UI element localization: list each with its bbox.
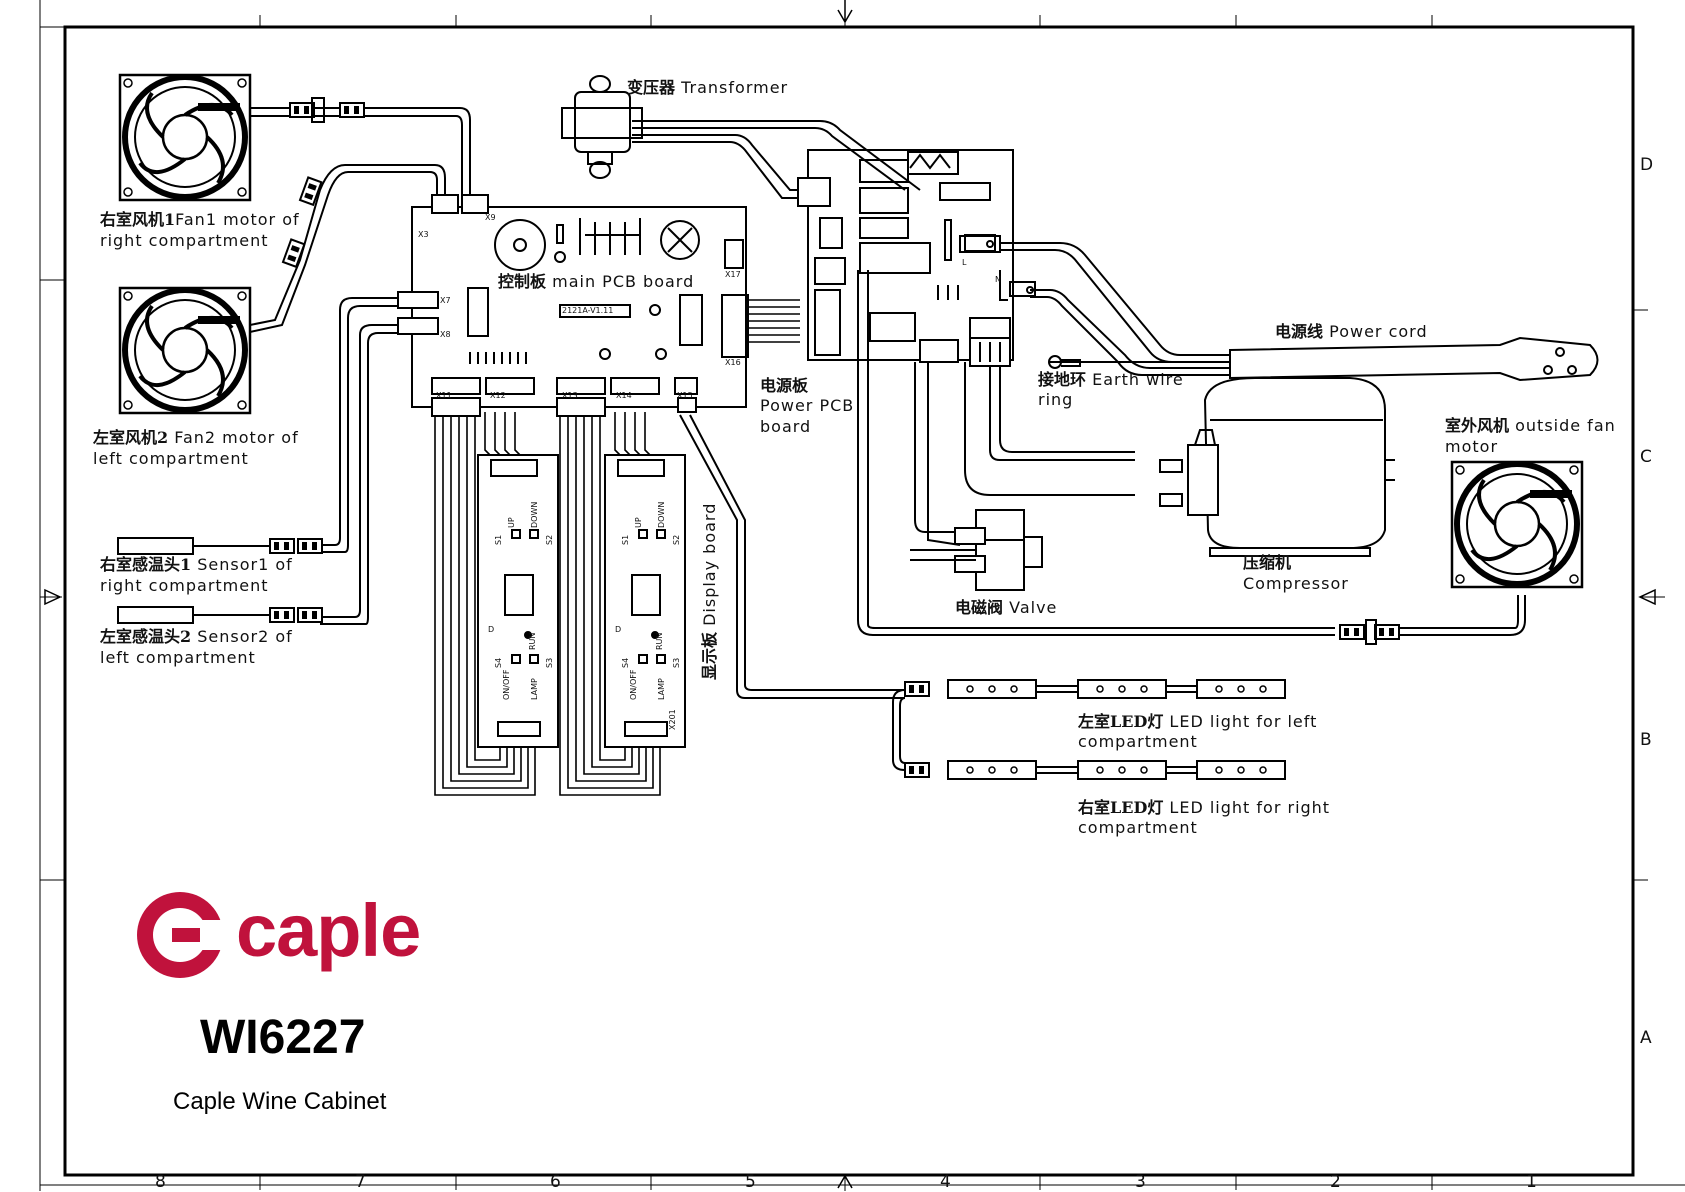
grid-col-6: 6 bbox=[550, 1172, 561, 1192]
led-right-label-line2: compartment bbox=[1078, 818, 1198, 837]
wiring bbox=[249, 107, 1526, 796]
btn-s4-2: S4 bbox=[621, 657, 630, 668]
drawing-frame bbox=[39, 0, 1685, 1191]
display-boards bbox=[477, 454, 686, 748]
valve-label: 电磁阀 Valve bbox=[955, 598, 1058, 617]
grid-col-7: 7 bbox=[355, 1172, 366, 1192]
grid-col-5: 5 bbox=[745, 1172, 756, 1192]
connector-l: L bbox=[962, 258, 967, 267]
btn-run-1: RUN bbox=[528, 632, 537, 650]
model-number: WI6227 bbox=[200, 1011, 366, 1064]
fan-connectors bbox=[282, 97, 365, 268]
connector-x8: X8 bbox=[440, 330, 451, 339]
grid-col-8: 8 bbox=[155, 1172, 166, 1192]
grid-row-d: D bbox=[1640, 155, 1654, 175]
outside-fan-label: 室外风机 outside fan bbox=[1445, 416, 1616, 435]
connector-x16: X16 bbox=[725, 358, 741, 367]
fan1-label: 右室风机1Fan1 motor of bbox=[100, 210, 300, 229]
btn-s1-2: S1 bbox=[621, 534, 630, 545]
transformer-label: 变压器 Transformer bbox=[627, 78, 789, 97]
connector-x201: X201 bbox=[668, 709, 677, 730]
btn-s2-1: S2 bbox=[545, 534, 554, 545]
power-pcb-label-line3: board bbox=[760, 417, 812, 436]
led-strip-left bbox=[904, 679, 1286, 699]
display-board-label: 显示板 Display board bbox=[700, 502, 719, 680]
main-pcb-label: 控制板 main PCB board bbox=[498, 272, 695, 291]
btn-up-1: UP bbox=[507, 517, 516, 528]
btn-d-2: D bbox=[615, 625, 622, 634]
transformer-icon bbox=[561, 75, 643, 179]
connector-n: N bbox=[995, 275, 1001, 284]
connector-x14: X14 bbox=[616, 391, 632, 400]
outside-fan-connectors bbox=[1339, 619, 1400, 645]
connector-x15: X15 bbox=[677, 391, 693, 400]
connector-x17: X17 bbox=[725, 270, 741, 279]
fan2-label-line2: left compartment bbox=[93, 449, 249, 468]
led-left-label-line2: compartment bbox=[1078, 732, 1198, 751]
btn-s4-1: S4 bbox=[494, 657, 503, 668]
brand-wordmark: caple bbox=[236, 889, 421, 972]
pcb-version-label: 2121A-V1.11 bbox=[562, 306, 614, 315]
grid-col-2: 2 bbox=[1330, 1172, 1341, 1192]
btn-s3-2: S3 bbox=[672, 657, 681, 668]
btn-d-1: D bbox=[488, 625, 495, 634]
power-pcb-board bbox=[797, 149, 1014, 367]
earth-label: 接地环 Earth wire bbox=[1038, 370, 1184, 389]
compressor-label-line2: Compressor bbox=[1243, 574, 1349, 593]
fan1-label-line2: right compartment bbox=[100, 231, 269, 250]
led-left-label: 左室LED灯 LED light for left bbox=[1078, 712, 1318, 731]
connector-x12: X12 bbox=[490, 391, 506, 400]
power-pcb-label: 电源板 bbox=[760, 376, 809, 395]
earth-label-line2: ring bbox=[1038, 390, 1074, 409]
btn-down-2: DOWN bbox=[657, 501, 666, 528]
btn-down-1: DOWN bbox=[530, 501, 539, 528]
grid-row-b: B bbox=[1640, 730, 1652, 750]
valve-icon bbox=[910, 509, 1043, 591]
sensor1-label: 右室感温头1 Sensor1 of bbox=[100, 555, 293, 574]
fan1-icon bbox=[120, 75, 250, 200]
earth-ring-icon bbox=[1048, 355, 1081, 369]
compressor-label: 压缩机 bbox=[1243, 553, 1292, 572]
fan2-label: 左室风机2 Fan2 motor of bbox=[93, 428, 299, 447]
btn-s2-2: S2 bbox=[672, 534, 681, 545]
connector-x7: X7 bbox=[440, 296, 451, 305]
btn-onoff-1: ON/OFF bbox=[502, 669, 511, 700]
sensor-probes bbox=[117, 537, 323, 624]
compressor-icon bbox=[1159, 377, 1395, 557]
grid-col-3: 3 bbox=[1135, 1172, 1146, 1192]
btn-s1-1: S1 bbox=[494, 534, 503, 545]
terminal-connectors bbox=[959, 235, 1036, 297]
outside-fan-icon bbox=[1452, 462, 1582, 587]
caple-logo-icon bbox=[137, 892, 230, 978]
connector-x9: X9 bbox=[485, 213, 496, 222]
btn-s3-1: S3 bbox=[545, 657, 554, 668]
grid-row-a: A bbox=[1640, 1028, 1652, 1048]
connector-x3: X3 bbox=[418, 230, 429, 239]
connector-x13: X13 bbox=[562, 391, 578, 400]
btn-lamp-2: LAMP bbox=[657, 678, 666, 700]
fan2-icon bbox=[120, 288, 250, 413]
connector-x11: X11 bbox=[436, 391, 452, 400]
sensor2-label: 左室感温头2 Sensor2 of bbox=[100, 627, 293, 646]
grid-col-1: 1 bbox=[1526, 1172, 1537, 1192]
grid-row-c: C bbox=[1640, 447, 1652, 467]
power-cord-label: 电源线 Power cord bbox=[1275, 322, 1428, 341]
power-pcb-label-line2: Power PCB bbox=[760, 396, 855, 415]
btn-lamp-1: LAMP bbox=[530, 678, 539, 700]
btn-up-2: UP bbox=[634, 517, 643, 528]
grid-col-4: 4 bbox=[940, 1172, 951, 1192]
sensor1-label-line2: right compartment bbox=[100, 576, 269, 595]
btn-run-2: RUN bbox=[655, 632, 664, 650]
btn-onoff-2: ON/OFF bbox=[629, 669, 638, 700]
power-plug-icon bbox=[1229, 336, 1599, 382]
led-right-label: 右室LED灯 LED light for right bbox=[1078, 798, 1331, 817]
sensor2-label-line2: left compartment bbox=[100, 648, 256, 667]
main-pcb-board bbox=[397, 194, 749, 417]
outside-fan-label-line2: motor bbox=[1445, 437, 1499, 456]
product-name: Caple Wine Cabinet bbox=[173, 1088, 387, 1115]
led-strip-right bbox=[904, 760, 1286, 780]
